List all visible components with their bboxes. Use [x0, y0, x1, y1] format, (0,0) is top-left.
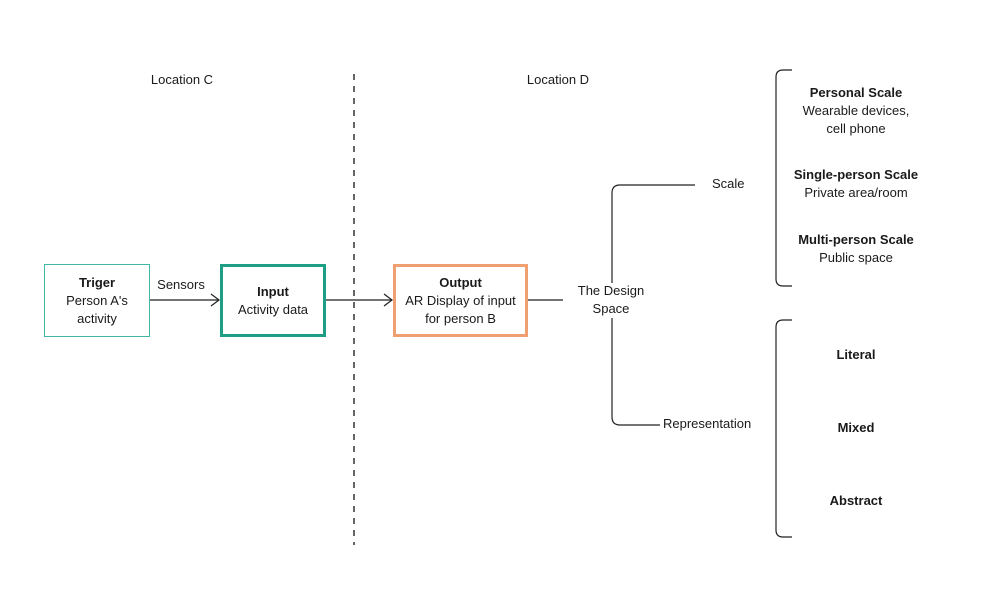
scale-item-personal: Personal Scale Wearable devices, cell ph… [803, 84, 910, 138]
sensors-label: Sensors [157, 277, 205, 292]
representation-bracket [775, 319, 792, 538]
input-line1: Activity data [237, 301, 309, 317]
scale-item-title: Single-person Scale [793, 167, 919, 182]
trigger-box: Triger Person A's activity [44, 264, 150, 337]
output-title: Output [439, 274, 482, 290]
scale-item-single-person: Single-person Scale Private area/room [794, 166, 918, 202]
location-c-label: Location C [150, 72, 214, 87]
scale-branch [611, 184, 695, 283]
scale-branch-label: Scale [712, 176, 745, 191]
input-box: Input Activity data [220, 264, 326, 337]
trigger-line2: activity [77, 310, 117, 326]
representation-item-mixed: Mixed [837, 420, 875, 435]
scale-item-desc: cell phone [826, 121, 886, 136]
representation-item-literal: Literal [836, 347, 876, 362]
scale-item-desc: Public space [819, 250, 893, 265]
scale-item-multi-person: Multi-person Scale Public space [798, 231, 914, 267]
representation-branch [611, 318, 660, 426]
output-line1: AR Display of input [405, 292, 516, 308]
input-output-arrowhead [383, 293, 393, 307]
trigger-line1: Person A's [66, 292, 128, 308]
scale-item-desc: Private area/room [804, 185, 908, 200]
representation-branch-label: Representation [663, 416, 752, 431]
scale-bracket [775, 69, 792, 287]
scale-item-title: Multi-person Scale [798, 232, 914, 247]
design-space-line1: The Design [577, 283, 645, 298]
location-d-label: Location D [526, 72, 590, 87]
output-box: Output AR Display of input for person B [393, 264, 528, 337]
trigger-title: Triger [78, 274, 116, 290]
scale-item-desc: Wearable devices, [802, 103, 910, 118]
representation-item-abstract: Abstract [829, 493, 883, 508]
input-title: Input [257, 283, 289, 299]
scale-item-title: Personal Scale [809, 85, 903, 100]
design-space-label: The Design Space [578, 282, 644, 318]
sensors-arrowhead [210, 293, 220, 307]
design-space-line2: Space [592, 301, 630, 316]
output-line2: for person B [425, 310, 496, 326]
